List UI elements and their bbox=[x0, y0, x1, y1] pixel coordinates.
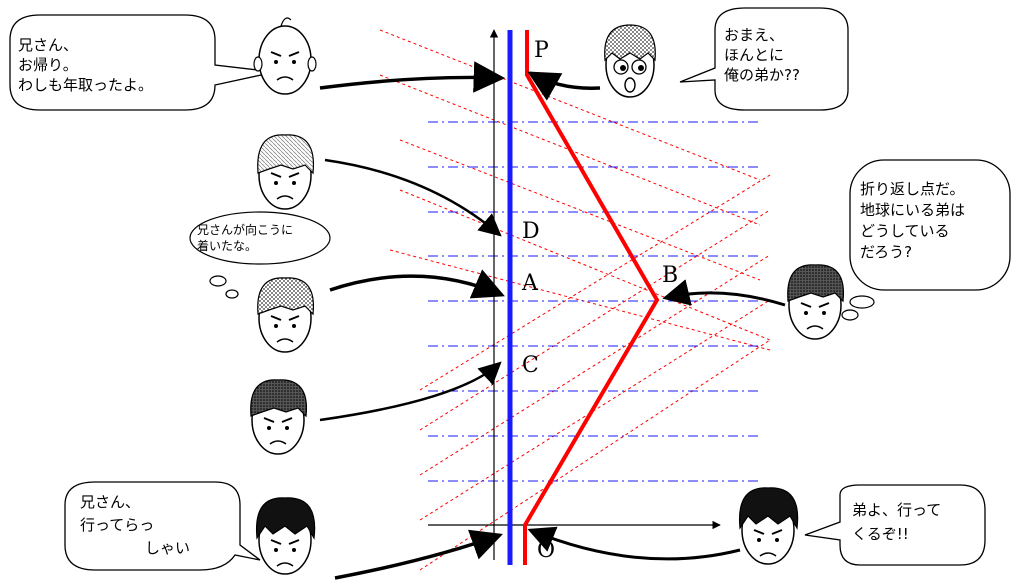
bubble-line: お帰り。 bbox=[18, 56, 78, 74]
speech-bubble-bottom-right: 弟よ、行って くるぞ!! bbox=[804, 484, 986, 566]
label-P: P bbox=[534, 38, 549, 63]
traveler-simultaneity-lines bbox=[379, 29, 771, 571]
speech-bubble-top-left: 兄さん、 お帰り。 わしも年取ったよ。 bbox=[9, 14, 276, 111]
bubble-line: どうしている bbox=[860, 222, 950, 240]
earth-simultaneity-lines bbox=[428, 121, 760, 482]
arrow-mid-left-1 bbox=[324, 158, 502, 237]
bubble-line: くるぞ!! bbox=[852, 525, 909, 543]
label-D: D bbox=[522, 219, 540, 244]
label-O: O bbox=[537, 538, 555, 563]
bubble-line: だろう? bbox=[860, 243, 912, 261]
face-brother-bottom bbox=[255, 497, 316, 575]
traveler-worldline bbox=[523, 30, 660, 565]
bubble-line: 兄さん、 bbox=[80, 493, 140, 511]
event-arrows bbox=[319, 61, 786, 580]
face-traveler-mid bbox=[787, 264, 845, 340]
bubble-line: 俺の弟か?? bbox=[724, 66, 800, 84]
arrow-mid-right bbox=[662, 279, 786, 307]
face-brother-mid-1 bbox=[257, 134, 315, 210]
face-traveler-bottom bbox=[738, 487, 799, 565]
speech-bubble-mid-right: 折り返し点だ。 地球にいる弟は どうしている だろう? bbox=[841, 159, 1011, 321]
arrow-top-left bbox=[319, 61, 506, 93]
speech-bubble-top-right: おまえ、 ほんとに 俺の弟か?? bbox=[679, 7, 849, 111]
bubble-line: 地球にいる弟は bbox=[860, 201, 965, 219]
arrow-mid-left-2 bbox=[329, 269, 505, 299]
bubble-line: しゃい bbox=[145, 539, 190, 557]
label-A: A bbox=[521, 271, 539, 296]
bubble-line: 行ってらっ bbox=[80, 516, 154, 534]
arrow-bottom-left bbox=[334, 529, 503, 580]
bubble-line: 着いたな。 bbox=[197, 238, 257, 253]
bubble-line: 折り返し点だ。 bbox=[860, 180, 965, 198]
arrow-mid-left-3 bbox=[319, 361, 502, 422]
thought-bubble-mid-left: 兄さんが向こうに 着いたな。 bbox=[189, 211, 331, 299]
arrow-top-right bbox=[527, 71, 601, 101]
bubble-line: 兄さんが向こうに bbox=[197, 222, 293, 237]
label-B: B bbox=[662, 263, 678, 288]
label-C: C bbox=[522, 353, 539, 378]
face-old-brother-top bbox=[253, 17, 317, 95]
speech-bubble-bottom-left: 兄さん、 行ってらっ しゃい bbox=[64, 481, 261, 571]
bubble-line: 弟よ、行って bbox=[852, 501, 941, 519]
face-brother-mid-3 bbox=[250, 379, 308, 455]
arrow-bottom-right bbox=[527, 526, 741, 561]
face-traveler-top bbox=[604, 24, 656, 98]
bubble-line: 兄さん、 bbox=[18, 36, 78, 54]
bubble-line: ほんとに bbox=[724, 46, 784, 64]
face-brother-mid-2 bbox=[257, 277, 315, 353]
bubble-line: おまえ、 bbox=[724, 26, 784, 44]
bubble-line: わしも年取ったよ。 bbox=[18, 76, 153, 94]
